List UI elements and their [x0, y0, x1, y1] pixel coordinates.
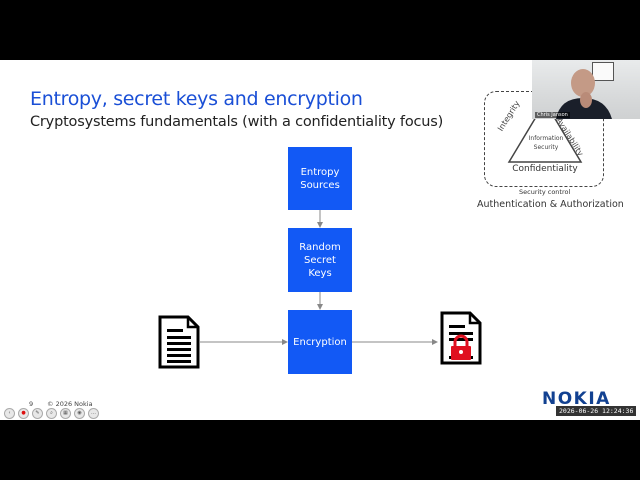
- copyright: © 2026 Nokia: [47, 400, 93, 408]
- confidentiality-label: Confidentiality: [512, 164, 578, 174]
- slide-subtitle: Cryptosystems fundamentals (with a confi…: [30, 114, 444, 130]
- encryption-box: Encryption: [288, 310, 352, 374]
- document-icon: [158, 315, 200, 369]
- security-control-label: Security control: [519, 188, 571, 196]
- grid-icon[interactable]: ▦: [60, 408, 71, 419]
- information-security-label: Information Security: [528, 135, 564, 151]
- entropy-sources-box: Entropy Sources: [288, 147, 352, 210]
- webcam-name-tag: Chris Janson: [535, 112, 570, 118]
- back-icon[interactable]: ‹: [4, 408, 15, 419]
- cia-triangle-icon: [507, 100, 583, 163]
- presentation-controls: ‹ ● ✎ ⌕ ▦ ◉ …: [4, 408, 99, 419]
- record-icon[interactable]: ●: [18, 408, 29, 419]
- page-number: 9: [29, 400, 34, 408]
- slide-title: Entropy, secret keys and encryption: [30, 88, 363, 110]
- webcam-person-icon: [556, 69, 612, 119]
- more-icon[interactable]: …: [88, 408, 99, 419]
- locked-document-icon: [440, 311, 482, 365]
- diagram-connectors: [200, 210, 438, 345]
- recording-timestamp: 2026-06-26 12:24:36: [556, 406, 637, 416]
- camera-icon[interactable]: ◉: [74, 408, 85, 419]
- webcam-background-frame: [592, 62, 614, 81]
- pen-icon[interactable]: ✎: [32, 408, 43, 419]
- nokia-logo: NOKIA: [542, 389, 611, 409]
- zoom-icon[interactable]: ⌕: [46, 408, 57, 419]
- random-secret-keys-box: Random Secret Keys: [288, 228, 352, 292]
- slide: Entropy, secret keys and encryption Cryp…: [0, 60, 640, 420]
- authentication-authorization-label: Authentication & Authorization: [477, 199, 624, 210]
